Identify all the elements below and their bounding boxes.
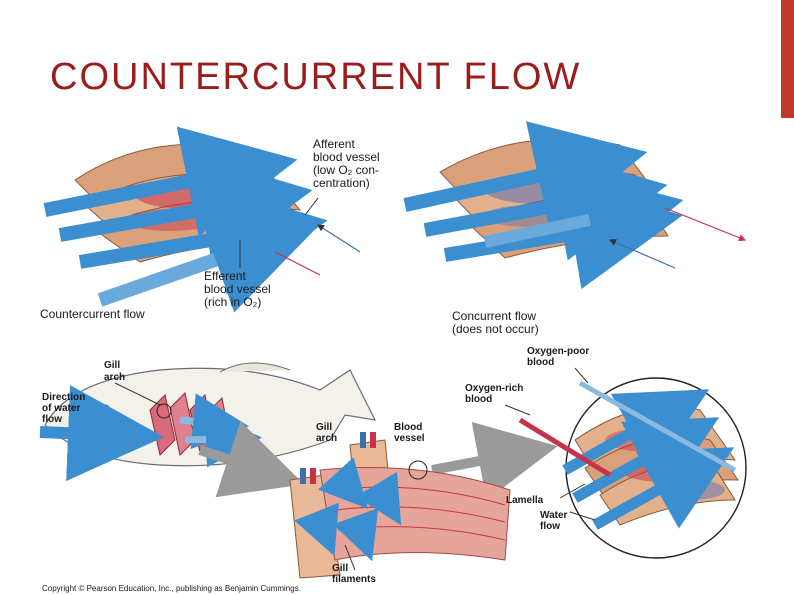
- concurrent-caption-line: (does not occur): [452, 322, 539, 336]
- oxygen-rich-label-line: Oxygen-rich: [465, 383, 523, 394]
- water-flow-label-line: flow: [540, 521, 560, 532]
- oxygen-rich-leader: [504, 404, 531, 416]
- copyright-text: Copyright © Pearson Education, Inc., pub…: [42, 584, 301, 593]
- zoom-arrow-1: [198, 421, 304, 498]
- gill-arch-label-2-line: arch: [316, 433, 337, 444]
- gill-arch-label-line: arch: [104, 372, 125, 383]
- direction-of-water-flow-label: Direction of water flow: [42, 392, 88, 425]
- afferent-label-line: blood vessel: [313, 150, 380, 164]
- water-flow-label-line: Water: [540, 510, 568, 521]
- afferent-label-line: (low O₂ con-: [313, 163, 379, 177]
- oxygen-poor-leader: [574, 367, 589, 384]
- afferent-label-line: Afferent: [313, 137, 355, 151]
- afferent-label: Afferent blood vessel (low O₂ con- centr…: [313, 137, 383, 190]
- lamella-closeup: [504, 367, 747, 559]
- efferent-label-line: (rich in O₂): [204, 295, 261, 309]
- gill-arch-label-2: Gill arch: [316, 422, 337, 444]
- water-arrows-right: [403, 121, 684, 290]
- blood-vessel-label: Blood vessel: [394, 422, 425, 444]
- afferent-flow-arrow: [316, 224, 361, 253]
- oxygen-poor-label: Oxygen-poor blood: [527, 346, 592, 368]
- concurrent-out-arrow: [664, 207, 747, 242]
- oxygen-poor-vessel: [578, 380, 737, 473]
- gill-filaments-label: Gill filaments: [332, 563, 376, 585]
- oxygen-poor-label-line: Oxygen-poor: [527, 346, 589, 357]
- efferent-label-line: blood vessel: [204, 282, 271, 296]
- gill-arch-label-line: Gill: [104, 360, 120, 371]
- oxygen-poor-label-line: blood: [527, 357, 554, 368]
- gill-filaments-illustration: [289, 432, 511, 579]
- gill-arch-label-2-line: Gill: [316, 422, 332, 433]
- slide-title: COUNTERCURRENT FLOW: [50, 56, 582, 98]
- countercurrent-caption: Countercurrent flow: [40, 307, 145, 321]
- afferent-label-line: centration): [313, 176, 370, 190]
- concurrent-caption: Concurrent flow (does not occur): [452, 309, 539, 336]
- blood-vessel-label-line: Blood: [394, 422, 422, 433]
- concurrent-caption-line: Concurrent flow: [452, 309, 536, 323]
- countercurrent-panel: Afferent blood vessel (low O₂ con- centr…: [40, 126, 383, 321]
- water-flow-label: Water flow: [540, 510, 570, 532]
- direction-label-line: of water: [42, 403, 80, 414]
- gill-filaments-label-line: Gill: [332, 563, 348, 574]
- efferent-label: Efferent blood vessel (rich in O₂): [204, 269, 274, 309]
- efferent-label-line: Efferent: [204, 269, 246, 283]
- water-arrows-left: [43, 126, 328, 313]
- concurrent-in-arrow: [608, 239, 676, 269]
- oxygen-rich-vessel: [518, 417, 612, 478]
- oxygen-rich-label: Oxygen-rich blood: [465, 383, 526, 405]
- lamella-leader: [559, 483, 586, 499]
- accent-bar: [781, 0, 794, 118]
- concurrent-panel: Concurrent flow (does not occur): [403, 121, 747, 336]
- water-flow-leader: [569, 511, 596, 521]
- gill-filaments-label-line: filaments: [332, 574, 376, 585]
- direction-label-line: flow: [42, 414, 62, 425]
- blood-vessel-label-line: vessel: [394, 433, 425, 444]
- afferent-leader-line: [304, 197, 319, 216]
- efferent-flow-arrow: [274, 251, 321, 276]
- lamella-label: Lamella: [506, 495, 544, 506]
- gill-arch-leader: [114, 382, 161, 406]
- oxygen-rich-label-line: blood: [465, 394, 492, 405]
- direction-label-line: Direction: [42, 392, 85, 403]
- gill-arch-label: Gill arch: [104, 360, 125, 383]
- gill-filaments-leader: [344, 544, 356, 571]
- zoom-arrow-2: [431, 421, 558, 501]
